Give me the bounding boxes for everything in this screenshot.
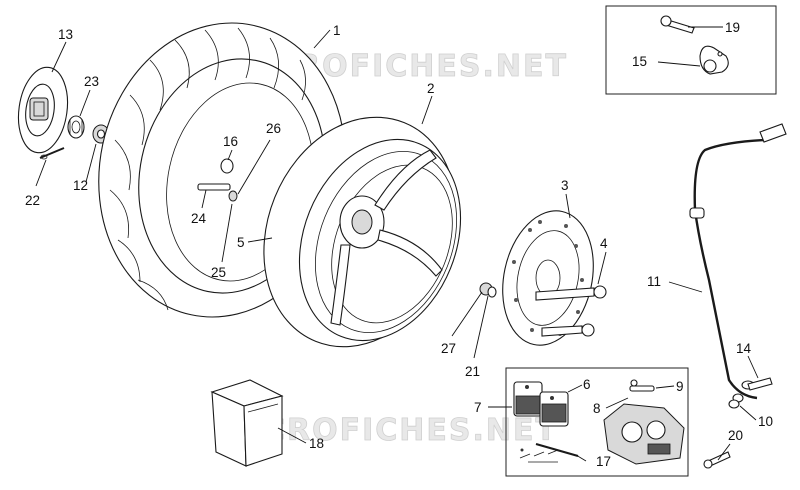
callout-17: 17: [596, 454, 611, 469]
banjo-bolt-part: [728, 377, 773, 409]
callout-24: 24: [191, 211, 207, 226]
callout-8: 8: [593, 401, 601, 416]
pad-pin-part: [519, 442, 579, 463]
callout-6: 6: [583, 377, 591, 392]
callout-1: 1: [333, 23, 341, 38]
caliper-kit-box: [505, 367, 689, 477]
clamp-bolt-part: [660, 15, 695, 34]
clamp-detail-box: [605, 5, 777, 95]
callout-19: 19: [725, 20, 740, 35]
brake-hose-part: [689, 123, 787, 400]
callout-27: 27: [441, 341, 456, 356]
callout-14: 14: [736, 341, 752, 356]
axle-bolt-part: [197, 158, 238, 202]
callout-4: 4: [600, 236, 608, 251]
callout-2: 2: [427, 81, 435, 96]
callout-7: 7: [474, 400, 482, 415]
callout-22: 22: [25, 193, 40, 208]
callout-21: 21: [465, 364, 480, 379]
disc-cover-part: [17, 66, 69, 154]
bleeder-valve-part: [629, 379, 655, 392]
callout-3: 3: [561, 178, 569, 193]
disc-bolts-part: [535, 285, 607, 337]
callout-labels: 1 2 3 4 5 6 7 8 9 10 11 12 13 14 15 16 1…: [25, 20, 773, 469]
callout-20: 20: [728, 428, 743, 443]
axle-nut-part: [479, 282, 497, 298]
callout-9: 9: [676, 379, 684, 394]
callout-5: 5: [237, 235, 245, 250]
callout-23: 23: [84, 74, 99, 89]
caliper-bolt-part: [703, 451, 731, 469]
manual-booklet-part: [210, 379, 284, 467]
callout-13: 13: [58, 27, 73, 42]
callout-16: 16: [223, 134, 238, 149]
wheel-rim-part: [263, 116, 462, 348]
callout-11: 11: [647, 274, 661, 289]
cotter-pin-part: [39, 147, 65, 160]
callout-10: 10: [758, 414, 773, 429]
callout-26: 26: [266, 121, 281, 136]
callout-25: 25: [211, 265, 226, 280]
callout-15: 15: [632, 54, 647, 69]
brake-pads-part: [513, 381, 569, 427]
callout-18: 18: [309, 436, 324, 451]
hose-clamp-part: [699, 45, 729, 75]
bearing-cage-part: [67, 115, 85, 139]
caliper-body-part: [603, 403, 685, 465]
callout-12: 12: [73, 178, 88, 193]
leader-lines: [35, 26, 759, 462]
